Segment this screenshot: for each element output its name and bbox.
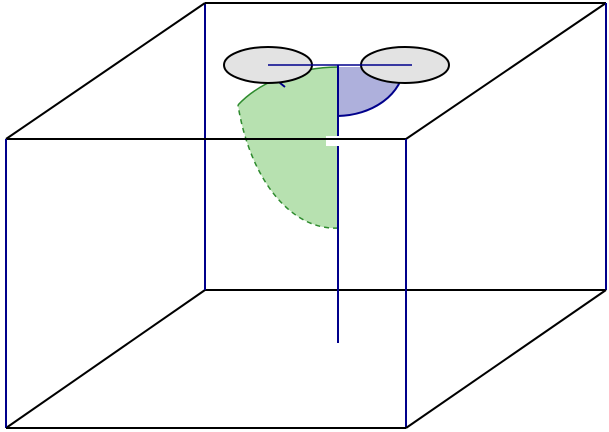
axis-gap xyxy=(326,136,340,146)
back-left-bottom-diagonal xyxy=(5,289,206,429)
top-right-diagonal xyxy=(405,2,607,140)
bottom-right-diagonal xyxy=(405,289,607,429)
front-edges xyxy=(5,2,607,429)
green-quarter-region xyxy=(238,67,338,229)
top-left-diagonal xyxy=(5,2,206,140)
green-region-dashed-edge xyxy=(237,104,339,229)
